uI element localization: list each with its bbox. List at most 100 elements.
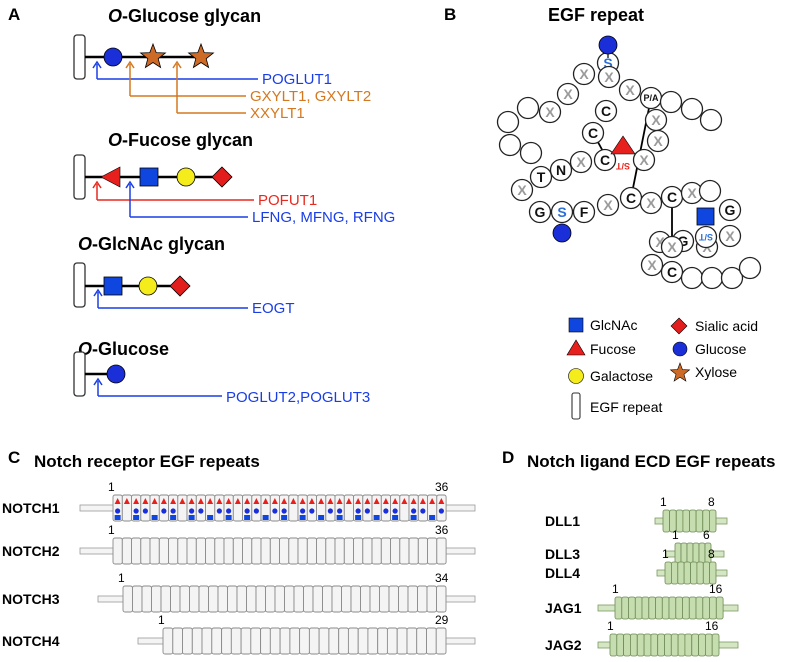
- amino-acid-residue: G: [718, 198, 742, 222]
- residue-label-c: C: [667, 189, 677, 205]
- egf-repeat-block: [677, 633, 686, 657]
- glucose-icon: [142, 508, 148, 514]
- residue-label-x: X: [725, 228, 735, 244]
- o-glcnac-glycan-section: O-GlcNAc glycan EOGT: [73, 234, 295, 317]
- egf-repeat-block: [297, 537, 308, 565]
- amino-acid-residue: X: [660, 235, 684, 259]
- egf-repeat-block: [251, 537, 262, 565]
- egf-repeat-block: [616, 633, 624, 657]
- egf-repeat-block: [688, 596, 697, 620]
- egf-repeat-block: [195, 537, 207, 565]
- egf-repeat-block: [236, 585, 247, 613]
- egf-repeat-block: [260, 627, 271, 655]
- egf-repeat-block: [211, 627, 223, 655]
- egf-repeat-block: [306, 537, 318, 565]
- st-residue-label: S/T: [616, 161, 631, 171]
- egf-repeat-block: [122, 585, 133, 613]
- egf-repeat-block: [223, 537, 234, 565]
- egf-repeat-block: [279, 537, 290, 565]
- glucose-icon: [598, 35, 618, 55]
- egf-repeat-block: [303, 585, 314, 613]
- glcnac-icon: [114, 515, 121, 520]
- egf-repeat-block: [691, 633, 699, 657]
- residue-label-x: X: [576, 154, 586, 170]
- enzyme-label-eogt: EOGT: [252, 300, 295, 317]
- last-repeat-number: 16: [705, 619, 719, 633]
- egf-repeat-block: [657, 633, 665, 657]
- egf-repeat-block: [621, 596, 629, 620]
- egf-repeat-bar: [73, 154, 86, 200]
- egf-repeat-block: [655, 596, 663, 620]
- egf-repeat-block: [408, 537, 419, 565]
- egf-repeat-block: [643, 633, 652, 657]
- legend-xylose: Xylose: [695, 364, 737, 380]
- egf-repeat-block: [151, 585, 162, 613]
- egf-repeat-block: [709, 596, 717, 620]
- egf-repeat-block: [407, 585, 418, 613]
- egf-repeat-block: [675, 596, 683, 620]
- amino-acid-residue: X: [718, 224, 742, 248]
- o-glcnac-glycan-title: O-GlcNAc glycan: [78, 234, 225, 254]
- glcnac-icon: [299, 515, 306, 520]
- residue-label-g: G: [535, 204, 546, 220]
- fucose-icon: [170, 498, 177, 504]
- residue-label-x: X: [647, 257, 657, 273]
- fucose-icon: [244, 498, 251, 504]
- glucose-icon: [253, 508, 259, 514]
- glucose-icon: [170, 508, 176, 514]
- amino-acid-residue: X: [572, 62, 596, 86]
- fucose-icon: [299, 498, 306, 504]
- egf-repeat-block: [265, 585, 276, 613]
- amino-acid-residue: [680, 97, 704, 121]
- egf-repeat-block: [214, 537, 225, 565]
- xylose-icon: [669, 362, 691, 382]
- amino-acid-residue: T: [529, 165, 553, 189]
- fucose-icon: [133, 498, 140, 504]
- egf-repeat-block: [289, 627, 301, 655]
- egf-repeat-block: [396, 627, 408, 655]
- glcnac-icon: [151, 515, 158, 520]
- first-repeat-number: 1: [672, 528, 679, 542]
- amino-acid-residue: X: [596, 193, 620, 217]
- glcnac-icon: [244, 515, 251, 520]
- amino-acid-residue: C: [660, 260, 684, 284]
- egf-repeat-bar: [73, 262, 86, 308]
- glucose-icon: [106, 364, 126, 384]
- amino-acid-residue: X: [680, 181, 704, 205]
- egf-repeat-block: [160, 585, 171, 613]
- enzyme-label-xxylt1: XXYLT1: [250, 105, 305, 122]
- egf-repeat-block: [230, 627, 242, 655]
- panel-b-letter: B: [444, 5, 456, 24]
- residue-label-x: X: [625, 82, 635, 98]
- egf-repeat-block: [662, 509, 670, 533]
- receptor-name: NOTCH4: [2, 633, 60, 649]
- glcnac-icon: [410, 515, 417, 520]
- amino-acid-residue: X: [639, 191, 663, 215]
- glucose-icon: [355, 508, 361, 514]
- egf-repeat-bar: [73, 351, 86, 397]
- egf-repeat-block: [331, 585, 342, 613]
- amino-acid-residue: C: [594, 99, 618, 123]
- glucose-icon: [309, 508, 315, 514]
- amino-acid-residue: [699, 108, 723, 132]
- glucose-icon: [300, 508, 306, 514]
- o-fucose-glycan-section: O-Fucose glycan POFUT1 LFNG, MFNG, RFNG: [73, 130, 395, 226]
- arrowhead: [172, 60, 182, 69]
- egf-repeat-block: [182, 627, 193, 655]
- amino-acid-residue: X: [640, 253, 664, 277]
- o-glucose-glycan-title: O-Glucose glycan: [108, 6, 261, 26]
- arrowhead: [92, 60, 102, 69]
- sialic-acid-icon: [169, 275, 191, 297]
- residue-label-g: G: [725, 202, 736, 218]
- glucose-icon: [216, 508, 222, 514]
- glucose-icon: [383, 508, 389, 514]
- egf-repeat-block: [260, 537, 271, 565]
- legend-galactose: Galactose: [590, 368, 653, 384]
- egf-repeat-block: [360, 585, 371, 613]
- arrowhead: [125, 60, 135, 69]
- egf-repeat-block: [284, 585, 295, 613]
- fucose-icon: [151, 498, 158, 504]
- egf-repeat-block: [436, 494, 447, 522]
- egf-repeat-block: [191, 627, 203, 655]
